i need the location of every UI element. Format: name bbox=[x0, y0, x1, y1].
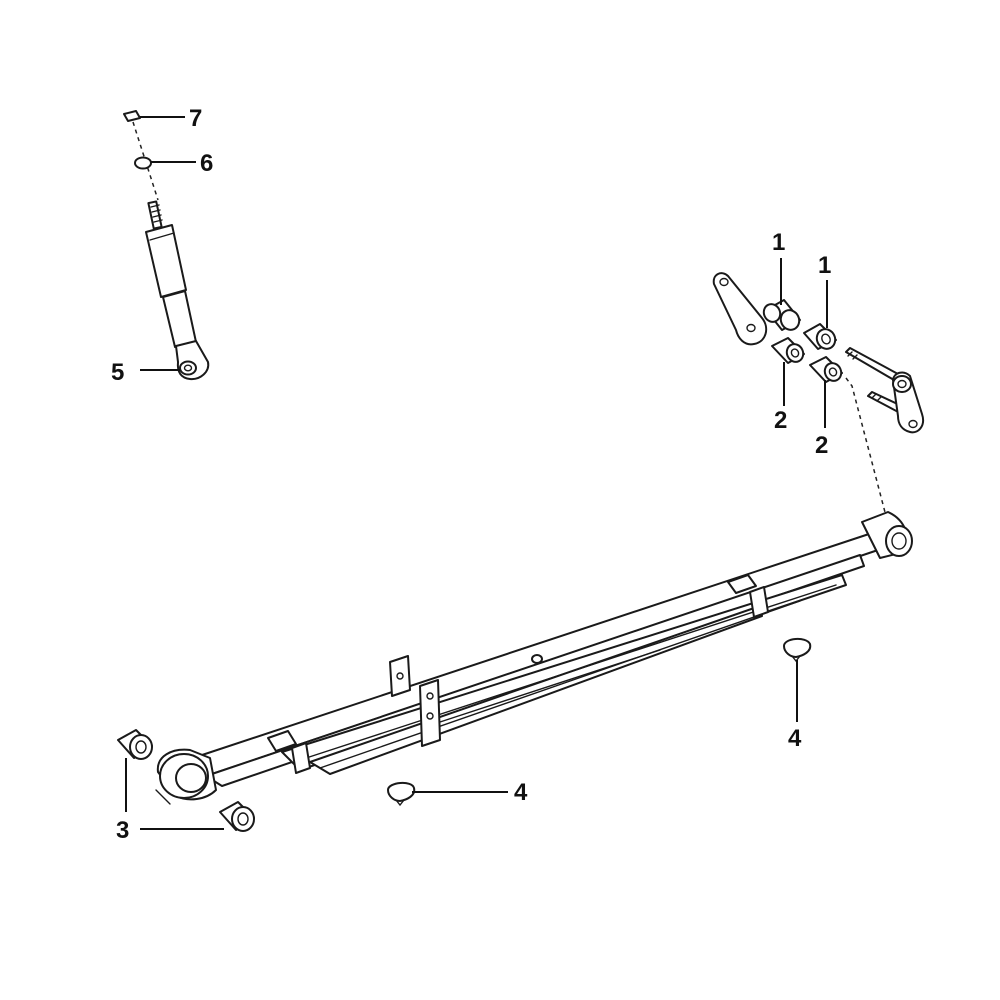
shackle-to-eye-dashed-line bbox=[845, 377, 887, 517]
leader-lines bbox=[125, 116, 828, 830]
callout-2a: 2 bbox=[774, 407, 787, 434]
part-7-nut bbox=[123, 110, 141, 122]
part-1-bushing-left bbox=[762, 299, 801, 331]
part-3-bushing-lower bbox=[219, 801, 255, 832]
callout-1b: 1 bbox=[818, 252, 831, 279]
shackle-plate-left bbox=[712, 272, 768, 346]
callout-7: 7 bbox=[189, 105, 202, 132]
callout-5: 5 bbox=[111, 359, 124, 386]
callout-numbers: 7 6 5 1 1 2 2 3 4 4 bbox=[111, 105, 831, 844]
shock-lower-body bbox=[162, 290, 197, 348]
shackle-upper-bolt bbox=[845, 347, 899, 381]
spring-front-eye bbox=[155, 748, 217, 805]
spring-clip-right bbox=[727, 574, 769, 618]
part-1-bushing-right bbox=[803, 323, 837, 350]
shackle-assembly bbox=[712, 272, 924, 434]
spring-clip-left bbox=[267, 730, 311, 774]
callout-6: 6 bbox=[200, 150, 213, 177]
spring-rear-eye bbox=[861, 511, 913, 559]
spring-u-bolt-plate-front bbox=[419, 679, 441, 747]
part-2-bushing-left bbox=[771, 337, 805, 364]
part-3-bushing-upper bbox=[117, 729, 153, 760]
part-5-lower-eye-bushing bbox=[179, 360, 197, 376]
shock-absorber-assembly bbox=[123, 110, 210, 381]
callout-2b: 2 bbox=[815, 432, 828, 459]
spring-u-bolt-plate-rear bbox=[389, 655, 411, 697]
callout-4a: 4 bbox=[788, 725, 802, 752]
part-4-bump-stop-right bbox=[783, 638, 812, 663]
shock-threaded-stud bbox=[147, 200, 163, 230]
spring-center-bolt bbox=[531, 654, 543, 664]
part-6-bushing bbox=[134, 156, 152, 170]
part-2-bushing-right bbox=[809, 356, 843, 383]
callout-3: 3 bbox=[116, 817, 129, 844]
leaf-spring bbox=[155, 511, 913, 805]
callout-4b: 4 bbox=[514, 779, 528, 806]
callout-1a: 1 bbox=[772, 229, 785, 256]
part-4-bump-stop-center bbox=[387, 782, 416, 807]
shock-upper-body bbox=[145, 224, 187, 298]
leaf-spring-main-leaf bbox=[195, 532, 885, 777]
